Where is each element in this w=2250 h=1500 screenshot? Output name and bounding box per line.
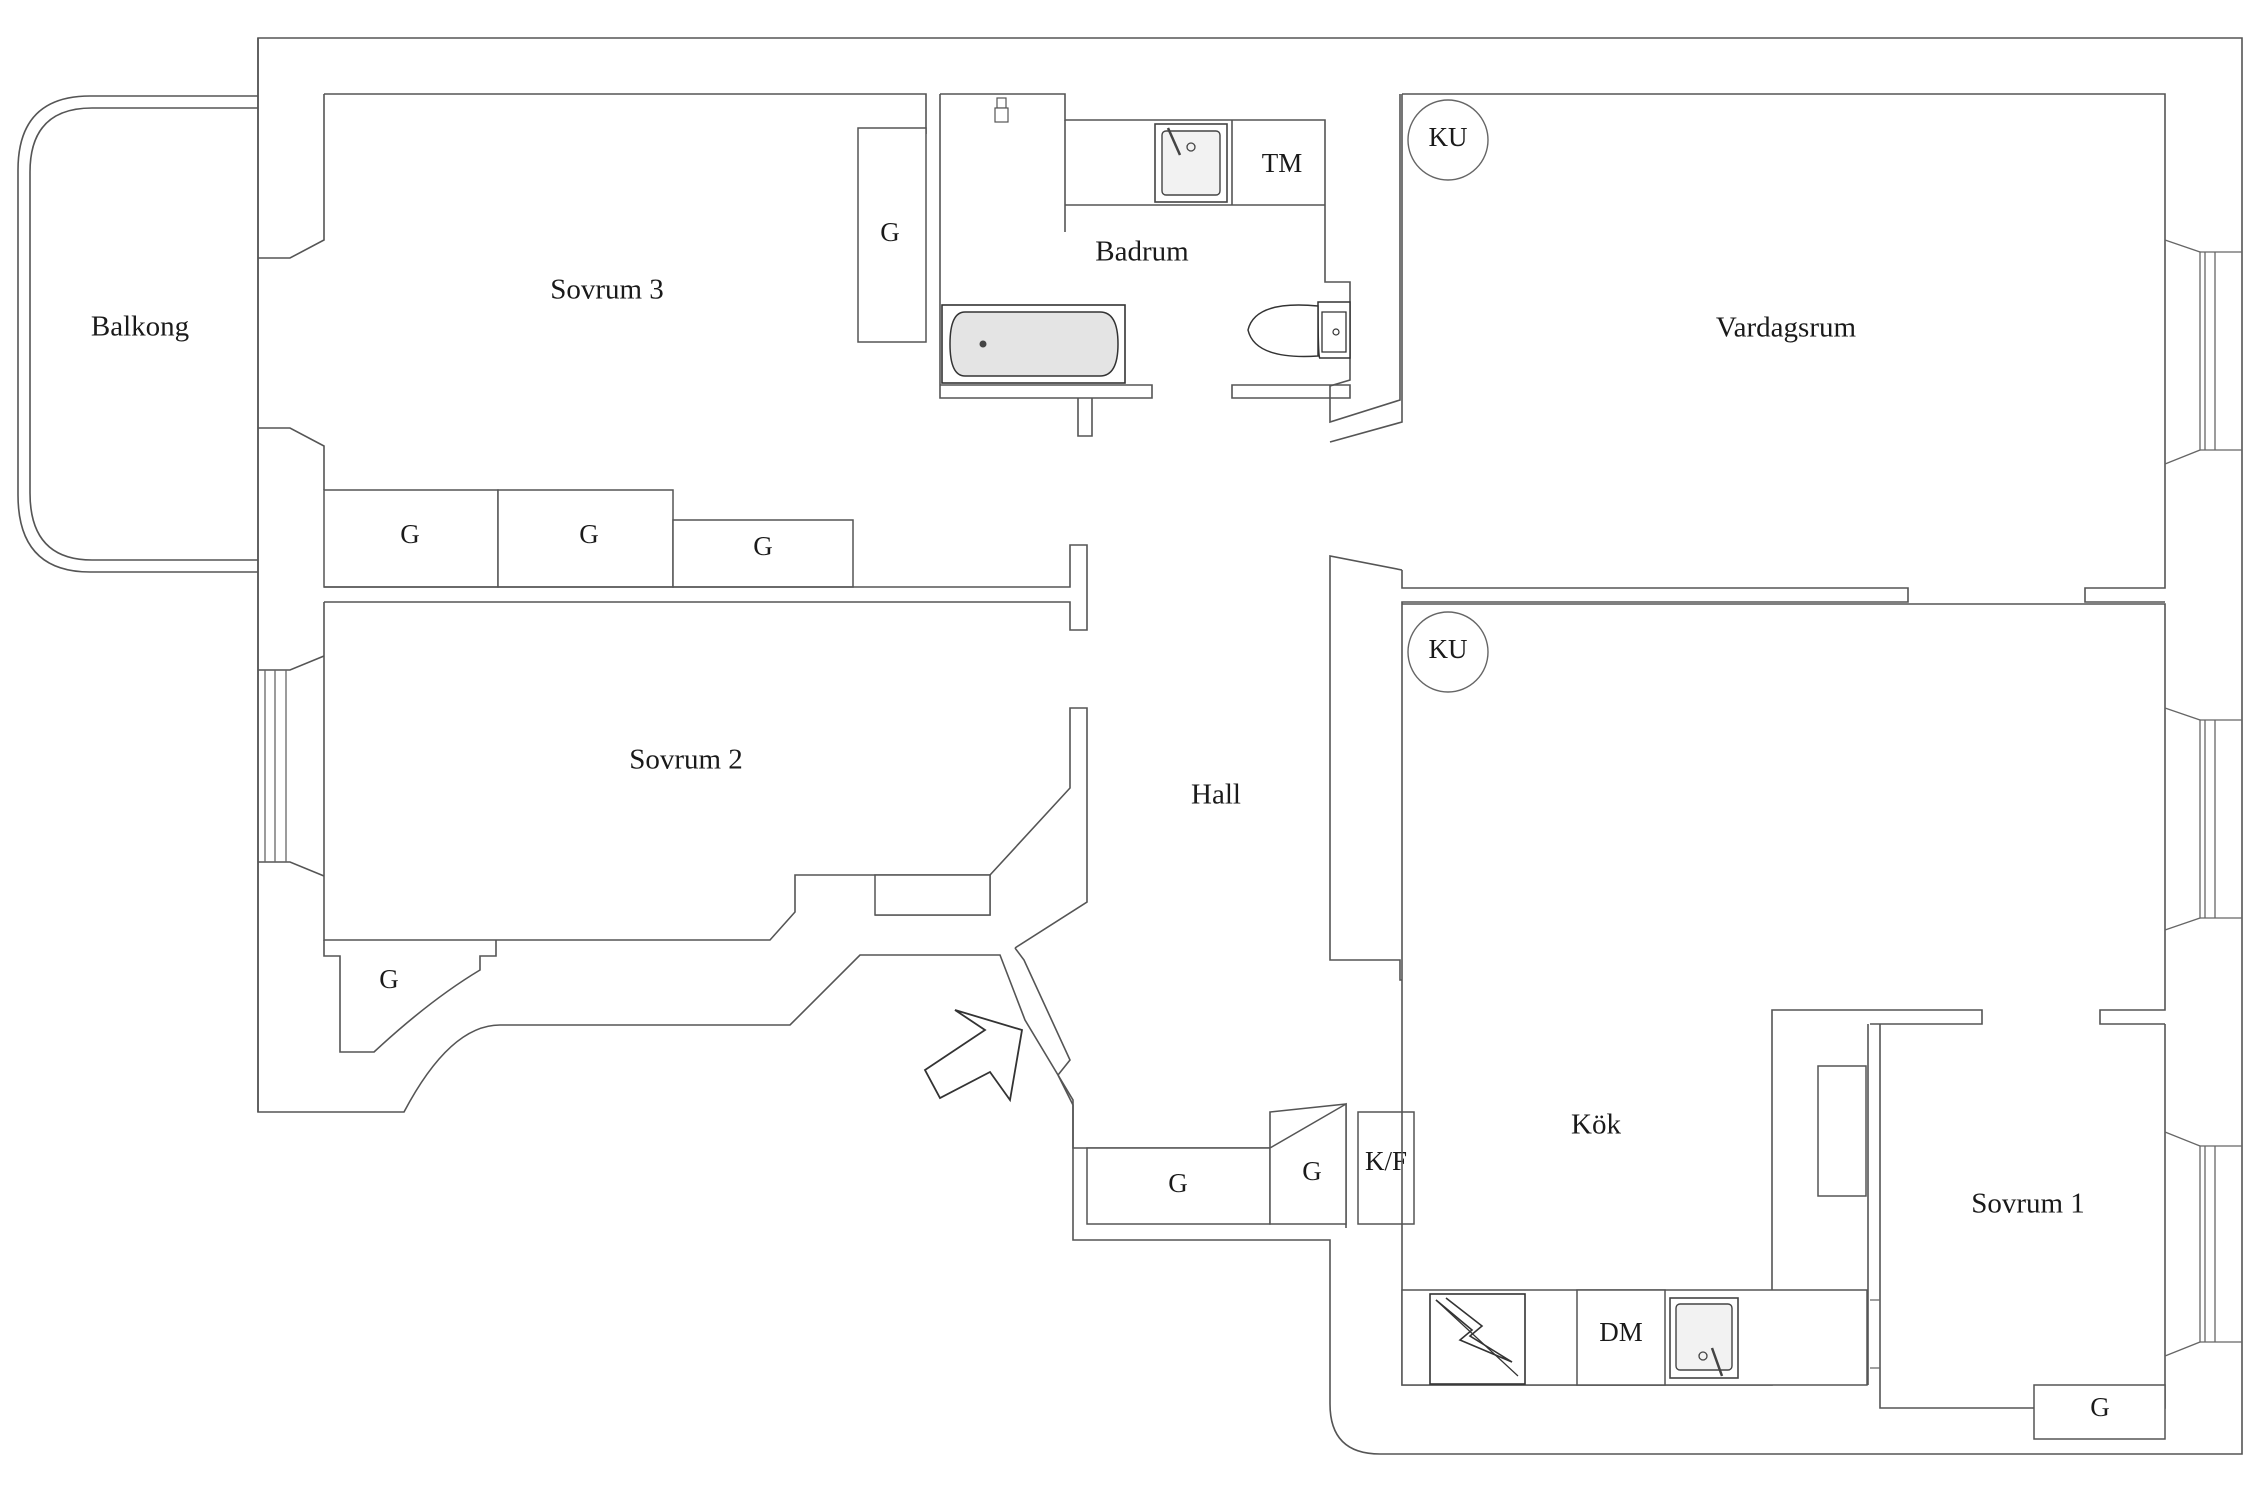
fixture-label-ku: KU: [1429, 122, 1468, 152]
corner-closet: G: [323, 940, 497, 1053]
sink-icon: [1669, 1297, 1739, 1379]
wardrobe-row: G G G: [323, 489, 854, 588]
closet-label: G: [880, 217, 900, 247]
room-sovrum2: Sovrum 2: [258, 602, 1088, 949]
fixture-label-kf: K/F: [1365, 1146, 1407, 1176]
room-badrum: TM Badrum: [939, 93, 1401, 437]
closet-label: G: [379, 964, 399, 994]
room-vardagsrum: KU Vardagsrum: [1329, 93, 2242, 990]
ku-circle: [1407, 611, 1489, 693]
balcony: Balkong: [17, 95, 258, 573]
closet-hall-1: [874, 874, 991, 916]
interior-walls: [324, 544, 1088, 631]
room-label-badrum: Badrum: [1095, 236, 1189, 268]
closet-label: G: [1302, 1156, 1322, 1186]
ku-circle: [1407, 99, 1489, 181]
room-label-balkong: Balkong: [91, 311, 189, 343]
room-sovrum3: G Sovrum 3: [258, 93, 927, 490]
closet-label: G: [1168, 1168, 1188, 1198]
closet-label: G: [579, 519, 599, 549]
closet-sovrum1: [2033, 1384, 2166, 1440]
room-label-hall: Hall: [1191, 779, 1241, 811]
sink-icon: [1154, 123, 1228, 203]
outer-walls: [257, 37, 2243, 1455]
toilet-icon: [1247, 301, 1351, 359]
room-sovrum1: G Sovrum 1: [1867, 1024, 2242, 1440]
closet-label: G: [400, 519, 420, 549]
closet-label: G: [2090, 1392, 2110, 1422]
room-label-sovrum3: Sovrum 3: [550, 274, 664, 306]
tap-icon: [994, 97, 1009, 123]
room-label-vardagsrum: Vardagsrum: [1716, 312, 1857, 344]
fixture-label-dm: DM: [1599, 1317, 1643, 1347]
entrance-arrow-icon: [923, 1009, 1024, 1103]
hall-closets: G G K/F: [1086, 1102, 1415, 1225]
closet-sovrum3: [857, 127, 927, 343]
room-kok: KU Kök DM: [1401, 603, 2242, 1386]
stove-icon: [1429, 1293, 1526, 1385]
fixture-label-tm: TM: [1262, 148, 1303, 178]
closet-label: G: [753, 531, 773, 561]
bathtub-icon: [941, 304, 1126, 384]
room-label-sovrum2: Sovrum 2: [629, 744, 743, 776]
room-label-sovrum1: Sovrum 1: [1971, 1188, 2085, 1220]
room-label-kok: Kök: [1571, 1109, 1621, 1141]
fixture-label-ku: KU: [1429, 634, 1468, 664]
room-hall: Hall: [923, 779, 1347, 1228]
